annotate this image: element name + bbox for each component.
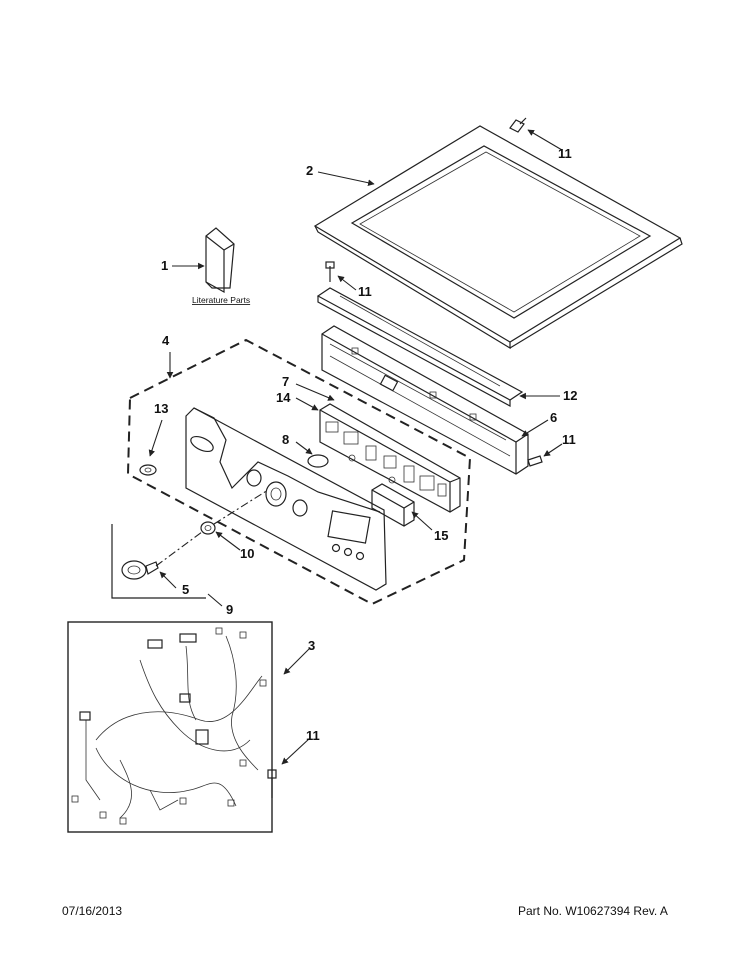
callout-11-bracket: 11: [358, 284, 372, 299]
callout-11-harness: 11: [306, 728, 320, 743]
assembly-axis: [155, 489, 269, 567]
callout-4: 4: [162, 333, 170, 348]
screw-harness: [267, 769, 277, 798]
literature-parts-label: Literature Parts: [192, 295, 250, 305]
knob: [121, 560, 159, 580]
callout-14: 14: [276, 390, 291, 405]
control-board: [319, 403, 461, 513]
callout-8: 8: [282, 432, 289, 447]
callout-10: 10: [240, 546, 254, 561]
callout-15: 15: [434, 528, 448, 543]
callout-12: 12: [563, 388, 577, 403]
screw-top-right: [509, 117, 527, 133]
screw-bracket: [325, 261, 335, 282]
literature-booklet: [205, 227, 235, 294]
callout-11-top: 11: [558, 146, 572, 161]
footer-part-number: Part No. W10627394 Rev. A: [518, 904, 668, 918]
wire-harness-box: [67, 621, 273, 833]
callout-2: 2: [306, 163, 313, 178]
leader-lines: [148, 129, 563, 765]
callout-3: 3: [308, 638, 315, 653]
clip-part: [139, 464, 157, 476]
rear-bracket: [316, 287, 524, 408]
callout-7: 7: [282, 374, 289, 389]
callout-11-housing: 11: [562, 432, 576, 447]
knob-group-bracket: [111, 524, 206, 599]
callout-13: 13: [154, 401, 168, 416]
encoder-part: [200, 521, 216, 535]
callout-5: 5: [182, 582, 189, 597]
display-module: [371, 483, 415, 527]
callout-1: 1: [161, 258, 168, 273]
footer-date: 07/16/2013: [62, 904, 123, 918]
callout-9: 9: [226, 602, 233, 617]
console-group-outline: [126, 338, 472, 606]
console-panel: [185, 407, 387, 591]
callout-6: 6: [550, 410, 557, 425]
top-panel: [313, 125, 683, 350]
screw-housing: [527, 455, 543, 467]
control-housing: [321, 325, 529, 475]
